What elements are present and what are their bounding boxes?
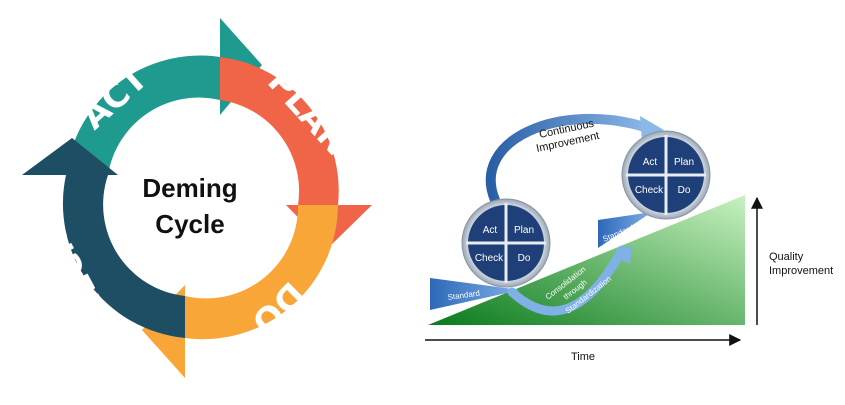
lower-wheel-act: Act (483, 225, 498, 236)
pdca-wheel-lower: Act Plan Check Do (461, 198, 551, 288)
deming-title-line2: Cycle (155, 209, 224, 239)
standard-label-low: Standard (447, 289, 480, 302)
do-segment (142, 205, 338, 378)
lower-wheel-do: Do (518, 253, 531, 264)
upper-wheel-do: Do (678, 185, 691, 196)
act-segment (66, 18, 262, 175)
continuous-improvement-arrow (485, 114, 653, 205)
upper-wheel-check: Check (635, 185, 664, 196)
standard-wedge-low (430, 278, 520, 310)
upper-wheel-plan: Plan (674, 157, 694, 168)
improvement-diagram: Standard Standard Consolidation through … (425, 114, 833, 363)
deming-cycle: ACT PLAN DO CHECK Deming Cycle (22, 18, 372, 378)
pdca-wheel-upper: Act Plan Check Do (621, 130, 711, 220)
quality-axis-label-line1: Quality (769, 251, 804, 263)
consolidation-arrow (507, 245, 627, 316)
lower-wheel-plan: Plan (514, 225, 534, 236)
standard-wedge-high (598, 212, 652, 248)
deming-title-line1: Deming (142, 173, 237, 203)
check-segment (22, 138, 185, 338)
lower-wheel-check: Check (475, 253, 504, 264)
quality-axis-label-line2: Improvement (769, 265, 833, 277)
plan-segment (220, 57, 372, 248)
consolidation-arrowhead (614, 244, 632, 264)
time-axis-label: Time (571, 351, 595, 363)
upper-wheel-act: Act (643, 157, 658, 168)
